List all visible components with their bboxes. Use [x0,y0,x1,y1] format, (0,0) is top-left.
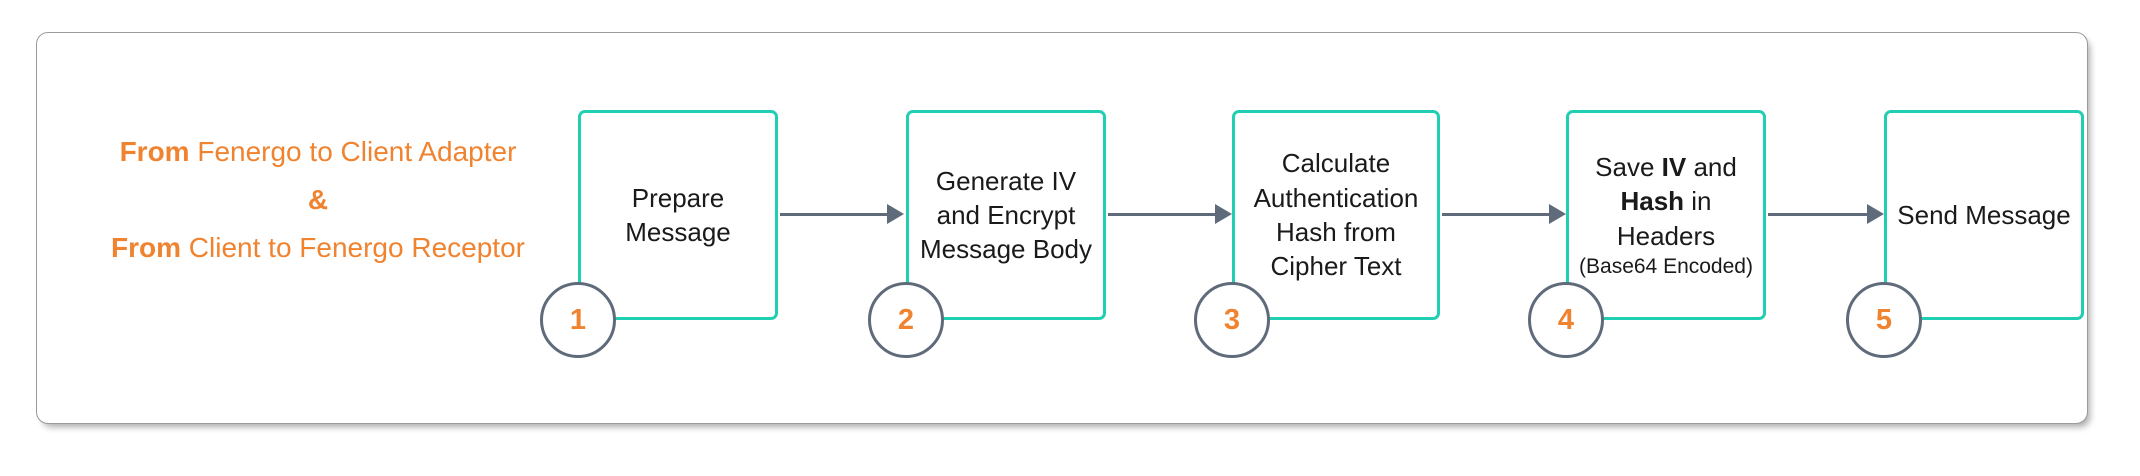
arrow-step-4-to-5 [1768,204,1884,224]
arrow-step-1-to-2 [780,204,904,224]
step-number-circle-1: 1 [540,282,616,358]
arrow-shaft-1 [780,212,887,216]
step-box-2[interactable]: Generate IV and Encrypt Message Body [906,110,1106,320]
step-box-3-line-2: Authentication [1253,182,1419,213]
flow-source-label-line-1-rest: Fenergo to Client Adapter [189,136,517,167]
step-box-4-line-3: Headers [1616,220,1716,251]
arrow-shaft-2 [1108,212,1215,216]
flow-source-label: From Fenergo to Client Adapter & From Cl… [88,138,548,262]
step-box-1-text: Prepare Message [619,181,737,250]
flow-source-label-line-3-bold: From [111,232,182,263]
step-box-3-line-4: Cipher Text [1270,251,1402,282]
flow-source-label-line-3-rest: Client to Fenergo Receptor [181,232,525,263]
step-box-4-line-2-b: in [1684,186,1712,217]
arrow-step-2-to-3 [1108,204,1232,224]
arrow-head-2 [1215,204,1232,224]
step-box-1-line-2: Message [625,217,731,247]
step-box-3-line-3: Hash from [1276,217,1396,247]
arrow-shaft-4 [1768,212,1867,216]
flow-source-label-line-3: From Client to Fenergo Receptor [88,234,548,262]
step-number-circle-3: 3 [1194,282,1270,358]
flow-source-label-ampersand: & [307,184,329,215]
step-box-4-keyword-iv: IV [1661,151,1687,182]
step-box-4-text: Save IV and Hash in Headers (Base64 Enco… [1573,150,1759,280]
step-box-1-line-1: Prepare [631,182,725,213]
step-box-5-line-1: Send Message [1897,199,2071,230]
step-box-4[interactable]: Save IV and Hash in Headers (Base64 Enco… [1566,110,1766,320]
arrow-head-4 [1867,204,1884,224]
step-box-4-keyword-hash: Hash [1620,186,1685,217]
step-number-circle-4: 4 [1528,282,1604,358]
arrow-shaft-3 [1442,212,1549,216]
step-number-circle-2: 2 [868,282,944,358]
step-number-circle-5: 5 [1846,282,1922,358]
step-box-2-line-2: and Encrypt [936,199,1076,230]
step-box-3-text: Calculate Authentication Hash from Ciphe… [1248,146,1425,283]
step-box-1[interactable]: Prepare Message [578,110,778,320]
step-box-5-text: Send Message [1891,198,2076,232]
flow-source-label-line-1: From Fenergo to Client Adapter [88,138,548,166]
step-box-2-line-3: Message Body [920,234,1092,265]
arrow-head-3 [1549,204,1566,224]
arrow-step-3-to-4 [1442,204,1566,224]
step-box-4-line-1-a: Save [1595,151,1662,182]
step-box-2-text: Generate IV and Encrypt Message Body [914,164,1098,267]
step-box-3[interactable]: Calculate Authentication Hash from Ciphe… [1232,110,1440,320]
step-box-4-subtext: (Base64 Encoded) [1579,254,1753,278]
step-box-5[interactable]: Send Message [1884,110,2084,320]
step-box-2-line-1: Generate IV [935,165,1077,196]
arrow-head-1 [887,204,904,224]
flow-source-label-line-1-bold: From [119,136,190,167]
step-box-4-line-1-c: and [1686,151,1737,182]
step-box-3-line-1: Calculate [1281,148,1391,179]
